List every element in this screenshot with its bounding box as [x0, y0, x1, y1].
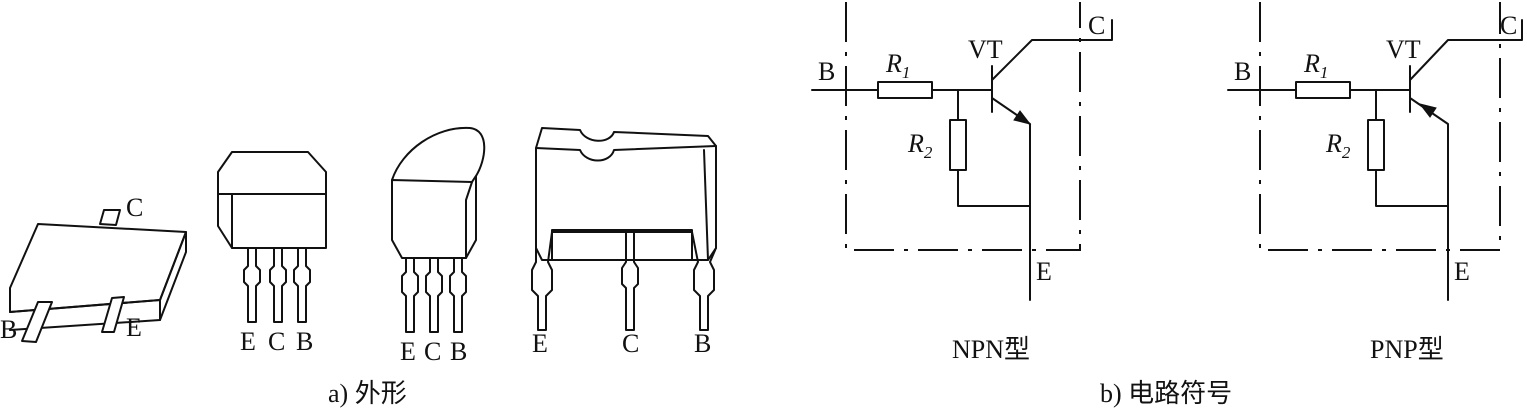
pnp-label-r1: R1 — [1303, 49, 1328, 82]
package-to126-pin-b — [293, 247, 311, 323]
package-to126-side — [217, 193, 233, 249]
package-power-pin-b — [691, 231, 717, 331]
package-to126-top — [217, 151, 327, 195]
package-to92-pin-b — [449, 257, 467, 333]
package-power-label-e: E — [532, 329, 548, 358]
package-to92-label-e: E — [400, 337, 416, 366]
package-to92-top — [391, 126, 486, 185]
caption-b: b) 电路符号 — [1100, 379, 1232, 408]
package-to92-label-b: B — [450, 337, 467, 366]
package-to92-body — [391, 175, 477, 259]
npn-emitter-lead — [991, 97, 1031, 301]
package-to126-label-c: C — [268, 327, 285, 356]
npn-label-vt: VT — [968, 35, 1003, 64]
circuit-npn: B C E VT R1 R2 NPN型 — [811, 2, 1113, 364]
package-power-label-b: B — [694, 329, 711, 358]
pnp-label-r2: R2 — [1325, 129, 1351, 162]
package-to92-edge — [465, 181, 473, 259]
pnp-resistor-r1 — [1295, 81, 1351, 99]
package-to126-label-b: B — [296, 327, 313, 356]
package-to126-pin-c — [269, 247, 287, 323]
npn-label-b: B — [818, 57, 835, 86]
npn-emitter-arrow — [1013, 110, 1032, 125]
package-sot-front — [9, 299, 161, 331]
package-power-side-edge — [703, 149, 709, 261]
package-power: E C B — [531, 127, 717, 358]
package-sot-pin-c — [99, 209, 121, 226]
package-to92: E C B — [391, 126, 486, 366]
npn-label-r1: R1 — [885, 49, 910, 82]
package-sot-label-b: B — [0, 315, 17, 344]
pnp-label-e: E — [1454, 257, 1470, 286]
package-to126: E C B — [217, 151, 327, 356]
pnp-emitter-arrow — [1418, 103, 1437, 118]
circuit-pnp: B C E VT R1 R2 PNP型 — [1227, 2, 1523, 364]
pnp-enclosure — [1259, 2, 1501, 251]
package-power-label-c: C — [622, 329, 639, 358]
caption-a: a) 外形 — [328, 379, 407, 408]
npn-enclosure — [845, 2, 1081, 251]
package-sot-label-e: E — [126, 313, 142, 342]
npn-collector-lead — [991, 19, 1113, 81]
npn-resistor-r1 — [877, 81, 933, 99]
pnp-wire-r2-bottom — [1375, 169, 1449, 207]
package-to126-label-e: E — [240, 327, 256, 356]
pnp-emitter-lead — [1409, 97, 1449, 301]
npn-label-r2: R2 — [907, 129, 933, 162]
package-to92-label-c: C — [424, 337, 441, 366]
pnp-label-b: B — [1234, 57, 1251, 86]
npn-label-c: C — [1088, 11, 1105, 40]
package-to92-pin-e — [401, 257, 419, 333]
package-power-pin-e — [531, 231, 553, 331]
npn-wire-r2-bottom — [957, 169, 1031, 207]
package-sot-pin-e — [101, 296, 125, 333]
pnp-label-c: C — [1500, 11, 1517, 40]
package-to92-pin-c — [425, 257, 443, 333]
npn-resistor-r2 — [949, 119, 967, 171]
package-sot: B C E — [0, 193, 187, 344]
package-power-cutout — [551, 229, 693, 261]
npn-label-e: E — [1036, 257, 1052, 286]
package-power-top-edge — [535, 145, 717, 162]
package-to126-body — [231, 193, 327, 249]
package-power-pin-c — [621, 231, 639, 331]
pnp-label-vt: VT — [1386, 35, 1421, 64]
package-sot-label-c: C — [126, 193, 143, 222]
npn-type-label: NPN型 — [952, 335, 1030, 364]
pnp-resistor-r2 — [1367, 119, 1385, 171]
package-to126-pin-e — [243, 247, 261, 323]
pnp-collector-lead — [1409, 19, 1523, 81]
pnp-type-label: PNP型 — [1370, 335, 1444, 364]
package-sot-pin-b — [21, 301, 53, 343]
